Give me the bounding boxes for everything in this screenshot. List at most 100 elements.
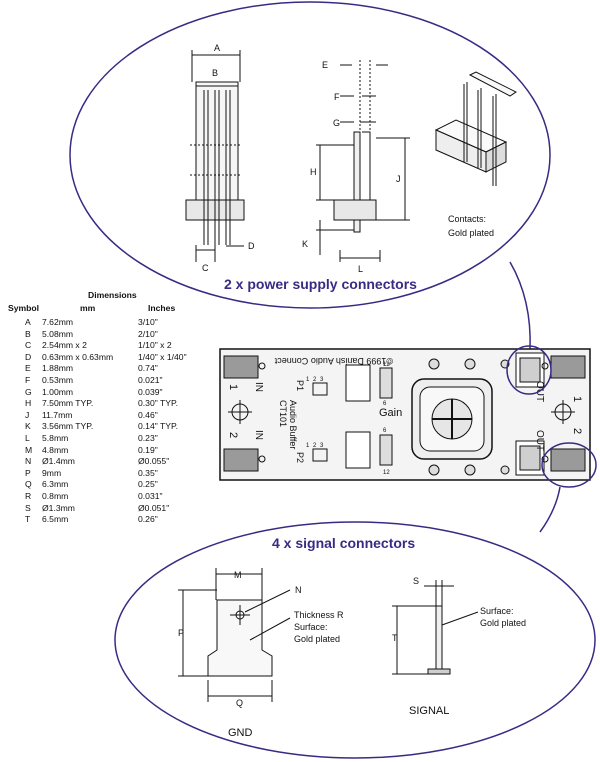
table-row: J 11.7mm 0.46" xyxy=(8,410,223,420)
board-ch1-left: 1 xyxy=(227,384,239,390)
board-in-1: IN xyxy=(253,382,264,392)
table-cell-symbol: S xyxy=(25,502,31,513)
table-cell-mm: 5.08mm xyxy=(42,328,74,339)
power-connectors-title: 2 x power supply connectors xyxy=(224,276,417,292)
header-symbol: Symbol xyxy=(8,303,40,313)
table-cell-symbol: L xyxy=(25,433,30,443)
board-ch2-right: 2 xyxy=(571,428,583,434)
table-cell-symbol: J xyxy=(25,409,30,420)
table-cell-symbol: T xyxy=(25,514,31,525)
table-cell-inches: 0.14" TYP. xyxy=(138,421,179,432)
dim-label-h: H xyxy=(310,167,317,177)
dim-label-d: D xyxy=(248,241,255,251)
table-cell-inches: 3/10" xyxy=(138,317,158,327)
board-out-2: OUT xyxy=(534,430,545,451)
table-row: B 5.08mm 2/10" xyxy=(8,329,223,339)
table-cell-mm: 7.50mm TYP. xyxy=(42,398,94,409)
table-cell-inches: 2/10" xyxy=(138,328,158,339)
header-inches: Inches xyxy=(148,303,176,313)
circuit-board xyxy=(219,348,591,481)
table-cell-symbol: D xyxy=(25,351,32,362)
table-cell-inches: 0.74" xyxy=(138,363,158,374)
table-cell-inches: 0.039" xyxy=(138,386,163,397)
table-cell-symbol: B xyxy=(25,328,31,339)
dim-label-l: L xyxy=(358,264,363,274)
table-cell-symbol: H xyxy=(25,398,32,409)
mount-pad-tr xyxy=(550,355,586,379)
table-cell-symbol: F xyxy=(25,375,31,385)
table-caption: Dimensions xyxy=(88,290,137,300)
table-row: D 0.63mm x 0.63mm 1/40" x 1/40" xyxy=(8,352,223,362)
table-row: G 1.00mm 0.039" xyxy=(8,387,223,397)
table-cell-mm: 1.00mm xyxy=(42,386,74,397)
dim-label-j: J xyxy=(396,174,401,184)
table-cell-mm: 4.8mm xyxy=(42,444,69,455)
top-leader-line xyxy=(509,261,531,351)
table-cell-inches: 0.46" xyxy=(138,409,158,420)
ic-bottom-pin12: 12 xyxy=(383,470,390,476)
board-ch2-left: 2 xyxy=(227,432,239,438)
dim-label-p: P xyxy=(178,628,184,638)
table-cell-inches: 1/40" x 1/40" xyxy=(138,351,187,362)
signal-connectors-title: 4 x signal connectors xyxy=(272,535,415,551)
table-cell-mm: 9mm xyxy=(42,467,62,478)
board-model: CT101 xyxy=(278,400,288,427)
dim-label-c: C xyxy=(202,263,209,273)
table-cell-symbol: M xyxy=(25,444,33,455)
dim-label-g: G xyxy=(333,118,340,128)
board-ch1-right: 1 xyxy=(571,396,583,402)
gnd-thickness-label: Thickness R xyxy=(294,610,344,620)
table-cell-inches: 0.35" xyxy=(138,467,158,478)
mount-pad-bl xyxy=(223,448,259,472)
top-callout-ellipse xyxy=(69,1,551,309)
table-cell-symbol: G xyxy=(25,386,32,397)
gnd-connector-drawing xyxy=(178,568,291,702)
header-front-view xyxy=(185,50,245,262)
signal-callout-circle xyxy=(541,442,597,488)
signal-connector-drawing xyxy=(392,580,479,675)
board-gain-label: Gain xyxy=(379,407,402,419)
p1-pin3: 3 xyxy=(320,377,324,383)
gnd-label: GND xyxy=(228,727,253,739)
board-p2: P2 xyxy=(295,452,305,463)
header-3d-view xyxy=(434,71,517,186)
table-cell-inches: 0.23" xyxy=(138,433,158,443)
table-cell-symbol: E xyxy=(25,363,31,374)
table-cell-symbol: A xyxy=(25,317,31,327)
table-cell-mm: 11.7mm xyxy=(42,409,73,420)
ic-top-pin12: 12 xyxy=(383,362,390,368)
table-cell-inches: 0.021" xyxy=(138,375,163,385)
bottom-leader-line xyxy=(539,486,561,533)
p2-pin3: 3 xyxy=(320,443,324,449)
table-row: F 0.53mm 0.021" xyxy=(8,375,223,385)
ic-bottom xyxy=(345,431,371,469)
table-cell-mm: 1.88mm xyxy=(42,363,74,374)
table-row: H 7.50mm TYP. 0.30" TYP. xyxy=(8,398,223,408)
table-cell-mm: 0.63mm x 0.63mm xyxy=(42,351,114,362)
p2-pin1: 1 xyxy=(306,443,310,449)
mount-pad-tl xyxy=(223,355,259,379)
table-cell-inches: 0.30" TYP. xyxy=(138,398,179,409)
dim-label-e: E xyxy=(322,60,328,70)
dim-label-t: T xyxy=(392,633,398,643)
table-cell-mm: 2.54mm x 2 xyxy=(42,340,87,351)
table-cell-symbol: K xyxy=(25,421,31,432)
table-cell-mm: 6.3mm xyxy=(42,479,69,490)
power-callout-circle xyxy=(506,345,552,395)
table-cell-mm: 0.53mm xyxy=(42,375,74,385)
table-cell-mm: Ø1.4mm xyxy=(42,456,75,467)
table-cell-inches: 0.25" xyxy=(138,479,158,490)
table-cell-inches: 1/10" x 2 xyxy=(138,340,172,351)
table-cell-mm: Ø1.3mm xyxy=(42,502,75,513)
